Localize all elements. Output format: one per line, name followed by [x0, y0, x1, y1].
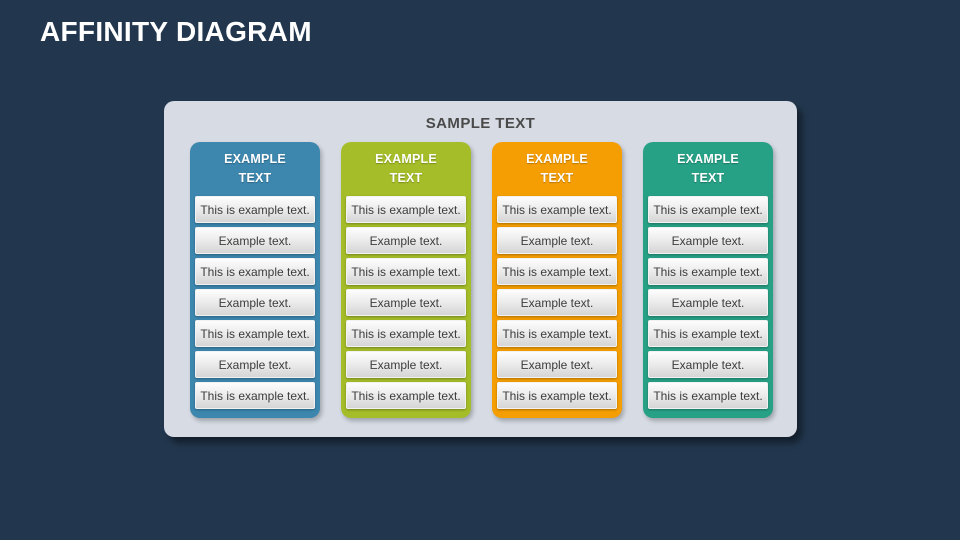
column-header-label: EXAMPLE TEXT	[375, 152, 437, 185]
card: Example text.	[195, 289, 315, 316]
card: Example text.	[346, 227, 466, 254]
panel-title: SAMPLE TEXT	[425, 115, 536, 132]
card: Example text.	[497, 227, 617, 254]
column-header: EXAMPLE TEXT	[195, 142, 315, 196]
column-header-label: EXAMPLE TEXT	[526, 152, 588, 185]
card: This is example text.	[346, 382, 466, 409]
content-panel: SAMPLE TEXT EXAMPLE TEXT This is example…	[164, 101, 797, 437]
card: Example text.	[346, 289, 466, 316]
column-header-label: EXAMPLE TEXT	[224, 152, 286, 185]
column-header: EXAMPLE TEXT	[346, 142, 466, 196]
card: Example text.	[195, 227, 315, 254]
card: This is example text.	[346, 320, 466, 347]
card: This is example text.	[497, 258, 617, 285]
card: This is example text.	[497, 320, 617, 347]
card: This is example text.	[648, 320, 768, 347]
card: This is example text.	[195, 382, 315, 409]
card: This is example text.	[346, 196, 466, 223]
card: This is example text.	[497, 196, 617, 223]
card: This is example text.	[648, 258, 768, 285]
affinity-column-orange: EXAMPLE TEXT This is example text. Examp…	[492, 142, 622, 418]
column-header: EXAMPLE TEXT	[497, 142, 617, 196]
card: Example text.	[195, 351, 315, 378]
card: Example text.	[648, 351, 768, 378]
card: Example text.	[648, 227, 768, 254]
card: Example text.	[497, 289, 617, 316]
card: Example text.	[497, 351, 617, 378]
slide-title: AFFINITY DIAGRAM	[40, 16, 312, 47]
card: Example text.	[648, 289, 768, 316]
affinity-column-green: EXAMPLE TEXT This is example text. Examp…	[341, 142, 471, 418]
card: This is example text.	[195, 196, 315, 223]
card: This is example text.	[346, 258, 466, 285]
card: This is example text.	[497, 382, 617, 409]
card: This is example text.	[195, 258, 315, 285]
card: Example text.	[346, 351, 466, 378]
affinity-column-teal: EXAMPLE TEXT This is example text. Examp…	[643, 142, 773, 418]
card: This is example text.	[648, 196, 768, 223]
card: This is example text.	[648, 382, 768, 409]
affinity-column-blue: EXAMPLE TEXT This is example text. Examp…	[190, 142, 320, 418]
card: This is example text.	[195, 320, 315, 347]
columns-container: EXAMPLE TEXT This is example text. Examp…	[164, 134, 797, 418]
column-header-label: EXAMPLE TEXT	[677, 152, 739, 185]
column-header: EXAMPLE TEXT	[648, 142, 768, 196]
